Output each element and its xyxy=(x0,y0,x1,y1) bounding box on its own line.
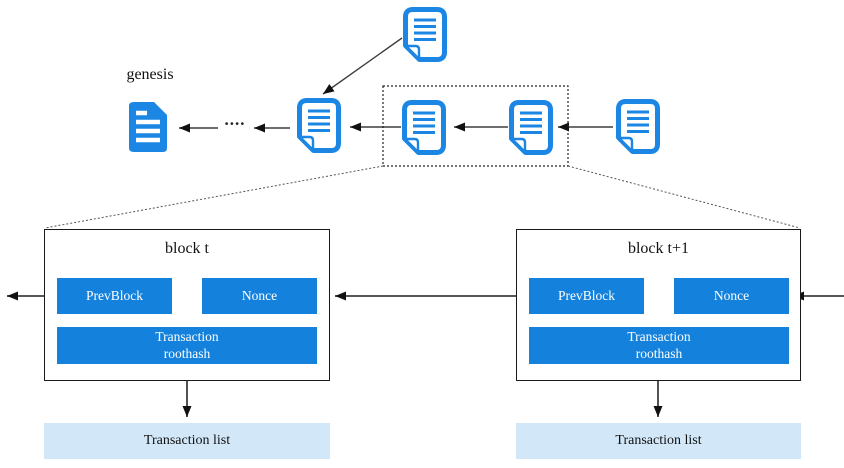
block-t1-document-icon xyxy=(509,100,553,155)
block-t1-detail: block t+1 PrevBlock Nonce Transaction ro… xyxy=(516,229,801,381)
block-t-transaction-list: Transaction list xyxy=(44,423,330,459)
block-t1-prevblock-field: PrevBlock xyxy=(529,278,644,314)
block-t-title: block t xyxy=(165,240,209,257)
block-t-detail: block t PrevBlock Nonce Transaction root… xyxy=(44,229,330,381)
new-block-document-icon xyxy=(403,7,447,62)
genesis-document-icon xyxy=(128,101,168,153)
zoom-callout-line-right xyxy=(567,165,801,229)
latest-document-icon xyxy=(616,99,660,154)
block-t-roothash-field: Transaction roothash xyxy=(57,327,317,364)
block-t-document-icon xyxy=(402,100,446,155)
block-t1-roothash-field: Transaction roothash xyxy=(529,327,789,364)
block-t-prevblock-field: PrevBlock xyxy=(57,278,172,314)
genesis-label: genesis xyxy=(126,66,174,83)
block-t-nonce-field: Nonce xyxy=(202,278,317,314)
block-t1-nonce-field: Nonce xyxy=(674,278,789,314)
chain-document-icon xyxy=(297,98,341,153)
chain-ellipsis: .... xyxy=(224,110,246,129)
block-t1-title: block t+1 xyxy=(627,240,689,257)
arrow-new-block-join xyxy=(322,37,403,95)
block-t1-transaction-list: Transaction list xyxy=(516,423,801,459)
zoom-callout-line-left xyxy=(44,165,384,229)
